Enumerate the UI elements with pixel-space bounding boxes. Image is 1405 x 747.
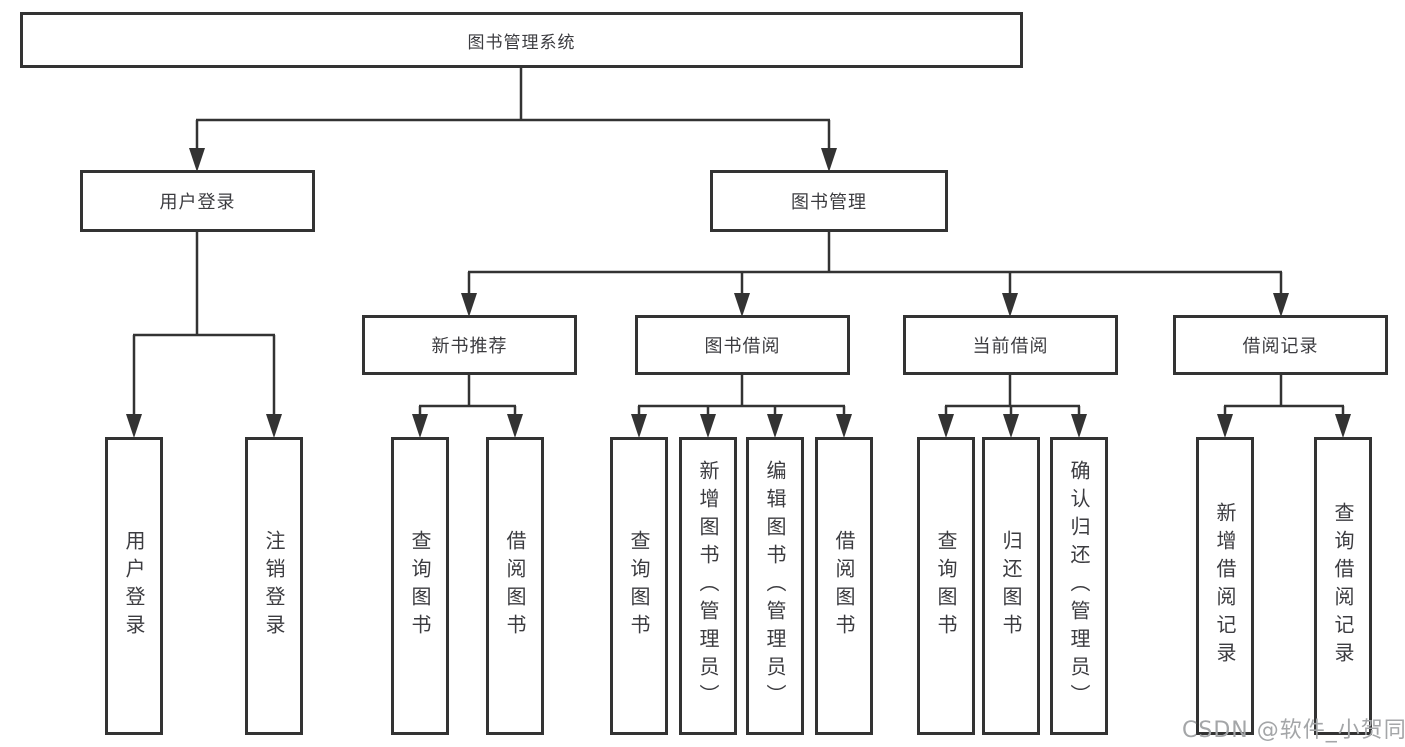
node-borrow-records: 借阅记录 — [1173, 315, 1388, 375]
arrowhead-icon — [821, 148, 837, 172]
arrowhead-icon — [734, 293, 750, 317]
leaf-query-borrow-record: 查询借阅记录 — [1314, 437, 1372, 735]
arrowhead-icon — [266, 414, 282, 438]
arrowhead-icon — [631, 414, 647, 438]
leaf-label: 查询借阅记录 — [1331, 502, 1355, 670]
leaf-logout: 注销登录 — [245, 437, 303, 735]
leaf-label: 确认归还（管理员） — [1067, 460, 1091, 712]
arrowhead-icon — [767, 414, 783, 438]
arrowhead-icon — [1217, 414, 1233, 438]
arrowhead-icon — [1003, 414, 1019, 438]
leaf-label: 新增图书（管理员） — [696, 460, 720, 712]
arrowhead-icon — [126, 414, 142, 438]
leaf-label: 借阅图书 — [832, 530, 856, 642]
leaf-return-books: 归还图书 — [982, 437, 1040, 735]
node-new-book-recommend: 新书推荐 — [362, 315, 577, 375]
node-user-login: 用户登录 — [80, 170, 315, 232]
leaf-borrow-books: 借阅图书 — [486, 437, 544, 735]
leaf-query-books: 查询图书 — [391, 437, 449, 735]
leaf-borrow-books: 借阅图书 — [815, 437, 873, 735]
arrowhead-icon — [507, 414, 523, 438]
node-book-management: 图书管理 — [710, 170, 948, 232]
arrowhead-icon — [412, 414, 428, 438]
arrowhead-icon — [461, 293, 477, 317]
leaf-confirm-return-admin: 确认归还（管理员） — [1050, 437, 1108, 735]
leaf-edit-books-admin: 编辑图书（管理员） — [746, 437, 804, 735]
leaf-user-login: 用户登录 — [105, 437, 163, 735]
leaf-add-borrow-record: 新增借阅记录 — [1196, 437, 1254, 735]
arrowhead-icon — [836, 414, 852, 438]
arrowhead-icon — [1071, 414, 1087, 438]
arrowhead-icon — [1002, 293, 1018, 317]
arrowhead-icon — [700, 414, 716, 438]
leaf-query-books: 查询图书 — [610, 437, 668, 735]
leaf-label: 借阅图书 — [503, 530, 527, 642]
leaf-label: 查询图书 — [627, 530, 651, 642]
leaf-query-books: 查询图书 — [917, 437, 975, 735]
arrowhead-icon — [189, 148, 205, 172]
leaf-label: 查询图书 — [934, 530, 958, 642]
node-root: 图书管理系统 — [20, 12, 1023, 68]
leaf-label: 注销登录 — [262, 530, 286, 642]
leaf-add-books-admin: 新增图书（管理员） — [679, 437, 737, 735]
leaf-label: 查询图书 — [408, 530, 432, 642]
leaf-label: 用户登录 — [122, 530, 146, 642]
leaf-label: 编辑图书（管理员） — [763, 460, 787, 712]
csdn-watermark: CSDN @软件_小贺同学 — [1182, 718, 1405, 743]
arrowhead-icon — [1273, 293, 1289, 317]
arrowhead-icon — [938, 414, 954, 438]
arrowhead-icon — [1335, 414, 1351, 438]
node-book-borrow: 图书借阅 — [635, 315, 850, 375]
node-current-borrow: 当前借阅 — [903, 315, 1118, 375]
leaf-label: 归还图书 — [999, 530, 1023, 642]
leaf-label: 新增借阅记录 — [1213, 502, 1237, 670]
